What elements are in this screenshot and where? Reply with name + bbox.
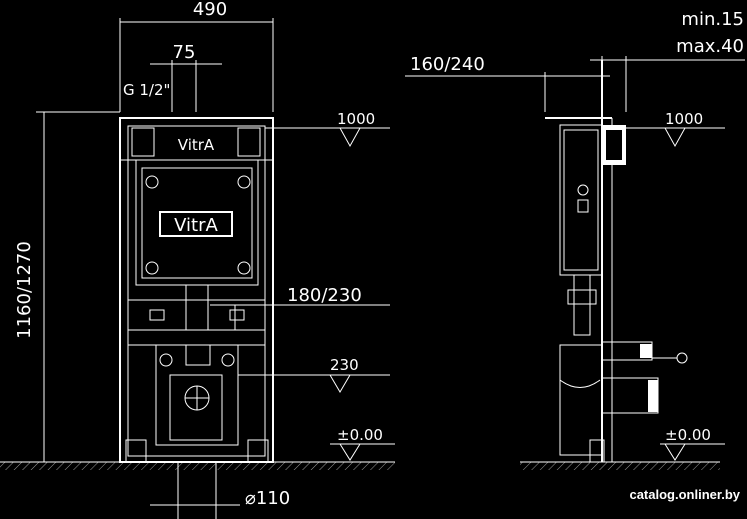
dim-height: [36, 111, 120, 462]
button-height-label-side: 1000: [665, 110, 703, 128]
wall-max-label: max.40: [676, 36, 744, 57]
level-1000-front: [265, 127, 390, 148]
level-floor-side: [660, 443, 725, 461]
level-1000-side: [626, 127, 725, 148]
width-label: 490: [193, 0, 227, 20]
front-frame: [119, 117, 274, 519]
level-floor-front: [330, 443, 395, 461]
depth-label: 160/240: [410, 54, 485, 75]
drain-height-label: 230: [330, 356, 359, 374]
floor-line: [0, 461, 720, 470]
height-label: 1160/1270: [14, 241, 35, 339]
wall-min-label: min.15: [681, 9, 744, 30]
mount-label: 180/230: [287, 285, 362, 306]
brand-plate-label: VitrA: [174, 215, 218, 236]
pipe-size-label: G 1/2": [123, 81, 170, 99]
floor-label-side: ±0.00: [665, 426, 711, 444]
dim-width-490: [119, 18, 274, 112]
outlet-label: ⌀110: [245, 488, 290, 509]
dim-depth: [405, 72, 610, 112]
brand-plate: [159, 211, 233, 237]
pipe-offset-label: 75: [173, 42, 196, 63]
watermark: catalog.onliner.by: [629, 487, 740, 502]
dim-180-230: [210, 304, 390, 330]
button-height-label-front: 1000: [337, 110, 375, 128]
side-frame: [545, 60, 688, 463]
dim-75: [150, 60, 222, 112]
level-230: [238, 374, 390, 393]
brand-top-label: VitrA: [178, 136, 215, 154]
dim-wall: [590, 56, 745, 112]
floor-label-front: ±0.00: [337, 426, 383, 444]
